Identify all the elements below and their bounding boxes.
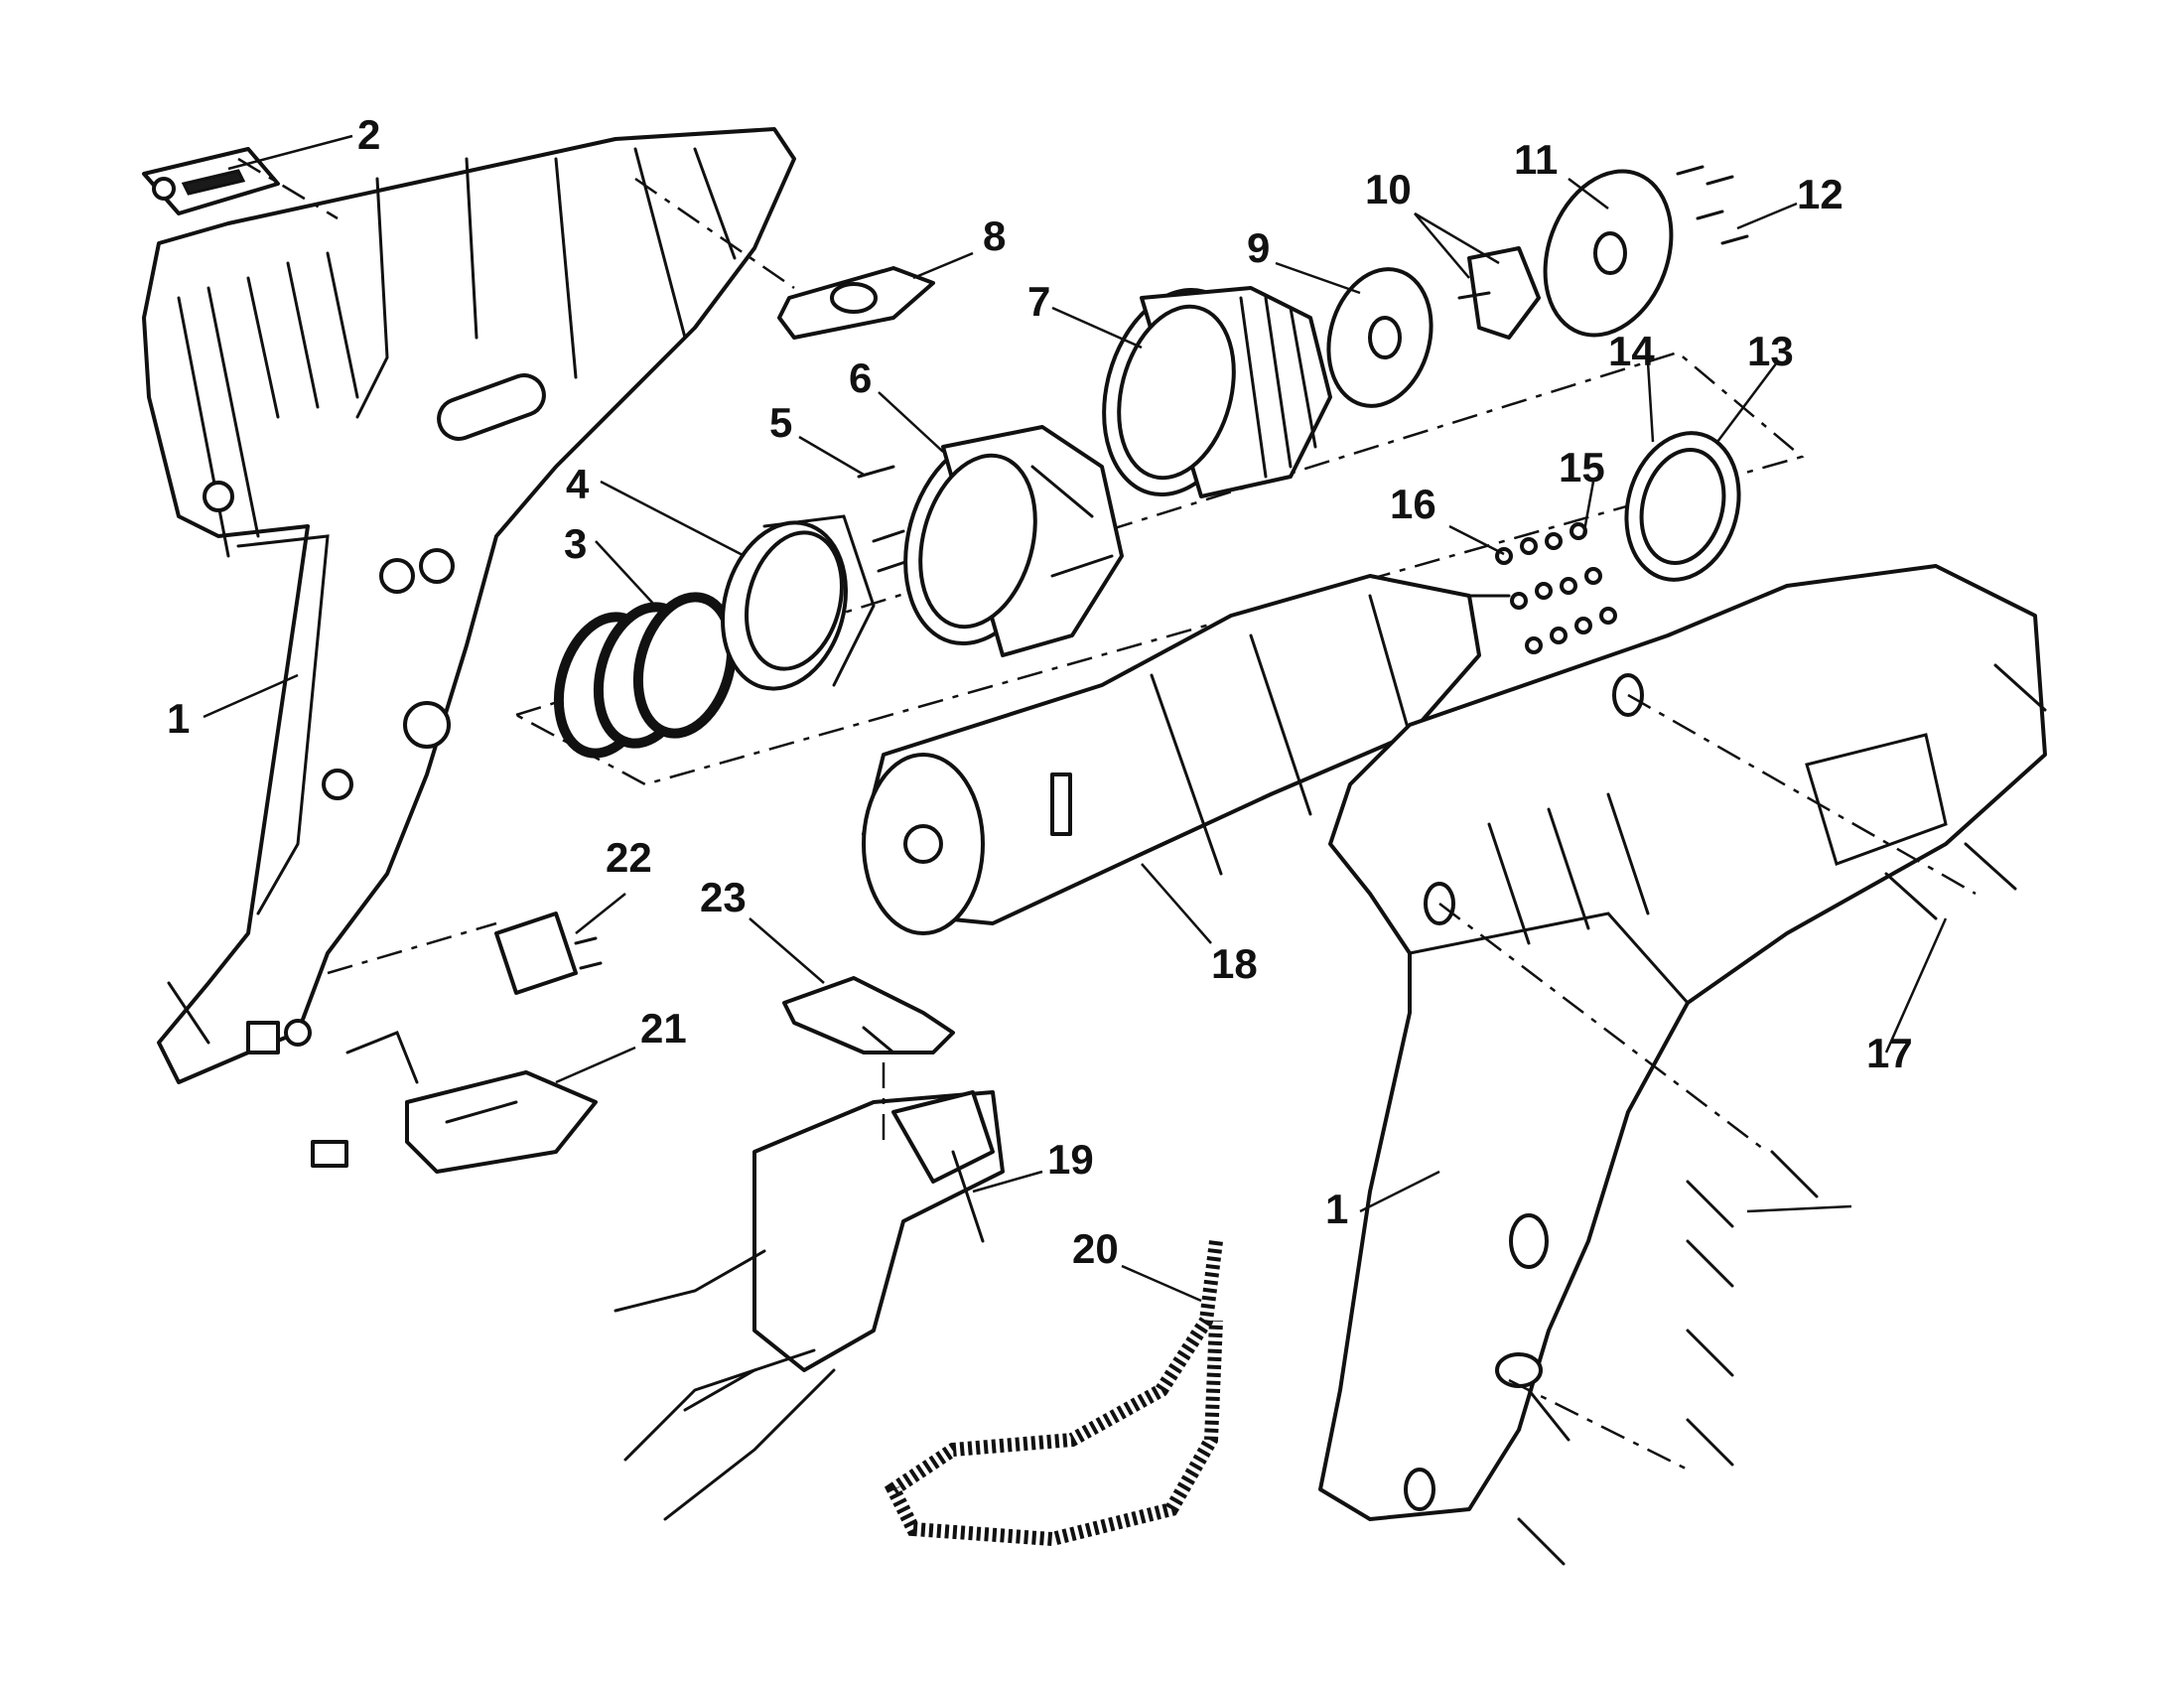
- label-part-8: 8: [983, 212, 1006, 259]
- label-part-17: 17: [1866, 1030, 1913, 1076]
- part-13-14-bearing: [1624, 431, 1741, 582]
- leader-10-a: [1414, 212, 1470, 279]
- leader-6: [878, 391, 944, 453]
- part-15-16-pins: [1495, 522, 1617, 654]
- alignment-line-f: [1438, 903, 1768, 1153]
- leader-23: [749, 917, 825, 984]
- alignment-line-c: [327, 921, 497, 975]
- label-part-19: 19: [1047, 1136, 1094, 1183]
- part-20-wrist-strap: [884, 1240, 1223, 1547]
- part-23-switch-cover: [782, 976, 955, 1054]
- part-22-connector: [494, 912, 603, 995]
- leader-12: [1736, 202, 1798, 230]
- label-part-12: 12: [1797, 171, 1843, 217]
- leader-19: [972, 1170, 1043, 1193]
- label-part-11: 11: [1514, 136, 1558, 183]
- leader-11: [1568, 178, 1609, 210]
- part-9-gear-plate: [1326, 267, 1433, 408]
- part-11-cover-plate: [1543, 169, 1674, 338]
- label-part-9: 9: [1247, 224, 1270, 271]
- part-18-motor-assembly: [862, 574, 1511, 935]
- label-part-14: 14: [1608, 328, 1655, 374]
- leader-18: [1141, 863, 1212, 944]
- leader-10-b: [1414, 211, 1500, 265]
- label-part-7: 7: [1027, 278, 1050, 325]
- alignment-line-a: [237, 157, 339, 220]
- label-part-2: 2: [357, 111, 380, 158]
- label-part-22: 22: [606, 834, 652, 881]
- leader-22: [575, 893, 626, 934]
- alignment-line-e: [1627, 693, 1977, 896]
- leader-16: [1448, 524, 1505, 556]
- leader-1-right: [1359, 1170, 1440, 1213]
- leader-2: [227, 134, 353, 171]
- label-part-1-right: 1: [1325, 1186, 1348, 1232]
- part-21-circuit-board: [311, 1031, 598, 1174]
- part-6-clutch-housing: [903, 425, 1124, 657]
- label-part-13: 13: [1747, 328, 1794, 374]
- part-2-slide-button: [142, 147, 280, 215]
- part-8-selector-plate: [777, 266, 935, 340]
- part-12-screws: [1676, 165, 1749, 245]
- leader-1-left: [203, 673, 299, 719]
- alignment-line-g: [1508, 1378, 1689, 1472]
- part-17-screws: [1517, 663, 2047, 1566]
- leader-5: [798, 435, 865, 477]
- alignment-line-b: [634, 177, 795, 290]
- leader-13: [1716, 361, 1778, 443]
- part-7-adjust-collar: [1102, 286, 1332, 498]
- leader-21: [555, 1046, 636, 1084]
- part-3-spring: [553, 592, 738, 759]
- left-housing-half: [142, 127, 796, 1084]
- part-4-ring: [721, 514, 876, 691]
- leader-14: [1646, 361, 1655, 443]
- label-part-16: 16: [1390, 481, 1436, 527]
- label-part-4: 4: [566, 461, 590, 507]
- part-10-spring-clip: [1457, 246, 1541, 340]
- label-part-20: 20: [1072, 1225, 1119, 1272]
- leader-8: [912, 251, 974, 280]
- part-19-trigger-switch: [614, 1090, 1005, 1521]
- leader-9: [1275, 261, 1361, 295]
- label-part-5: 5: [769, 399, 792, 446]
- leader-20: [1121, 1264, 1202, 1303]
- label-part-3: 3: [564, 520, 587, 567]
- leader-3: [595, 540, 656, 607]
- leader-15: [1581, 481, 1595, 537]
- right-housing-half: [1318, 564, 2047, 1521]
- label-part-23: 23: [700, 874, 747, 920]
- label-part-21: 21: [640, 1005, 687, 1052]
- leader-7: [1051, 306, 1143, 350]
- label-part-15: 15: [1559, 444, 1605, 491]
- label-part-6: 6: [849, 354, 872, 401]
- label-part-18: 18: [1211, 940, 1258, 987]
- label-part-1-left: 1: [167, 695, 190, 742]
- label-part-10: 10: [1365, 166, 1412, 212]
- leader-4: [600, 480, 746, 558]
